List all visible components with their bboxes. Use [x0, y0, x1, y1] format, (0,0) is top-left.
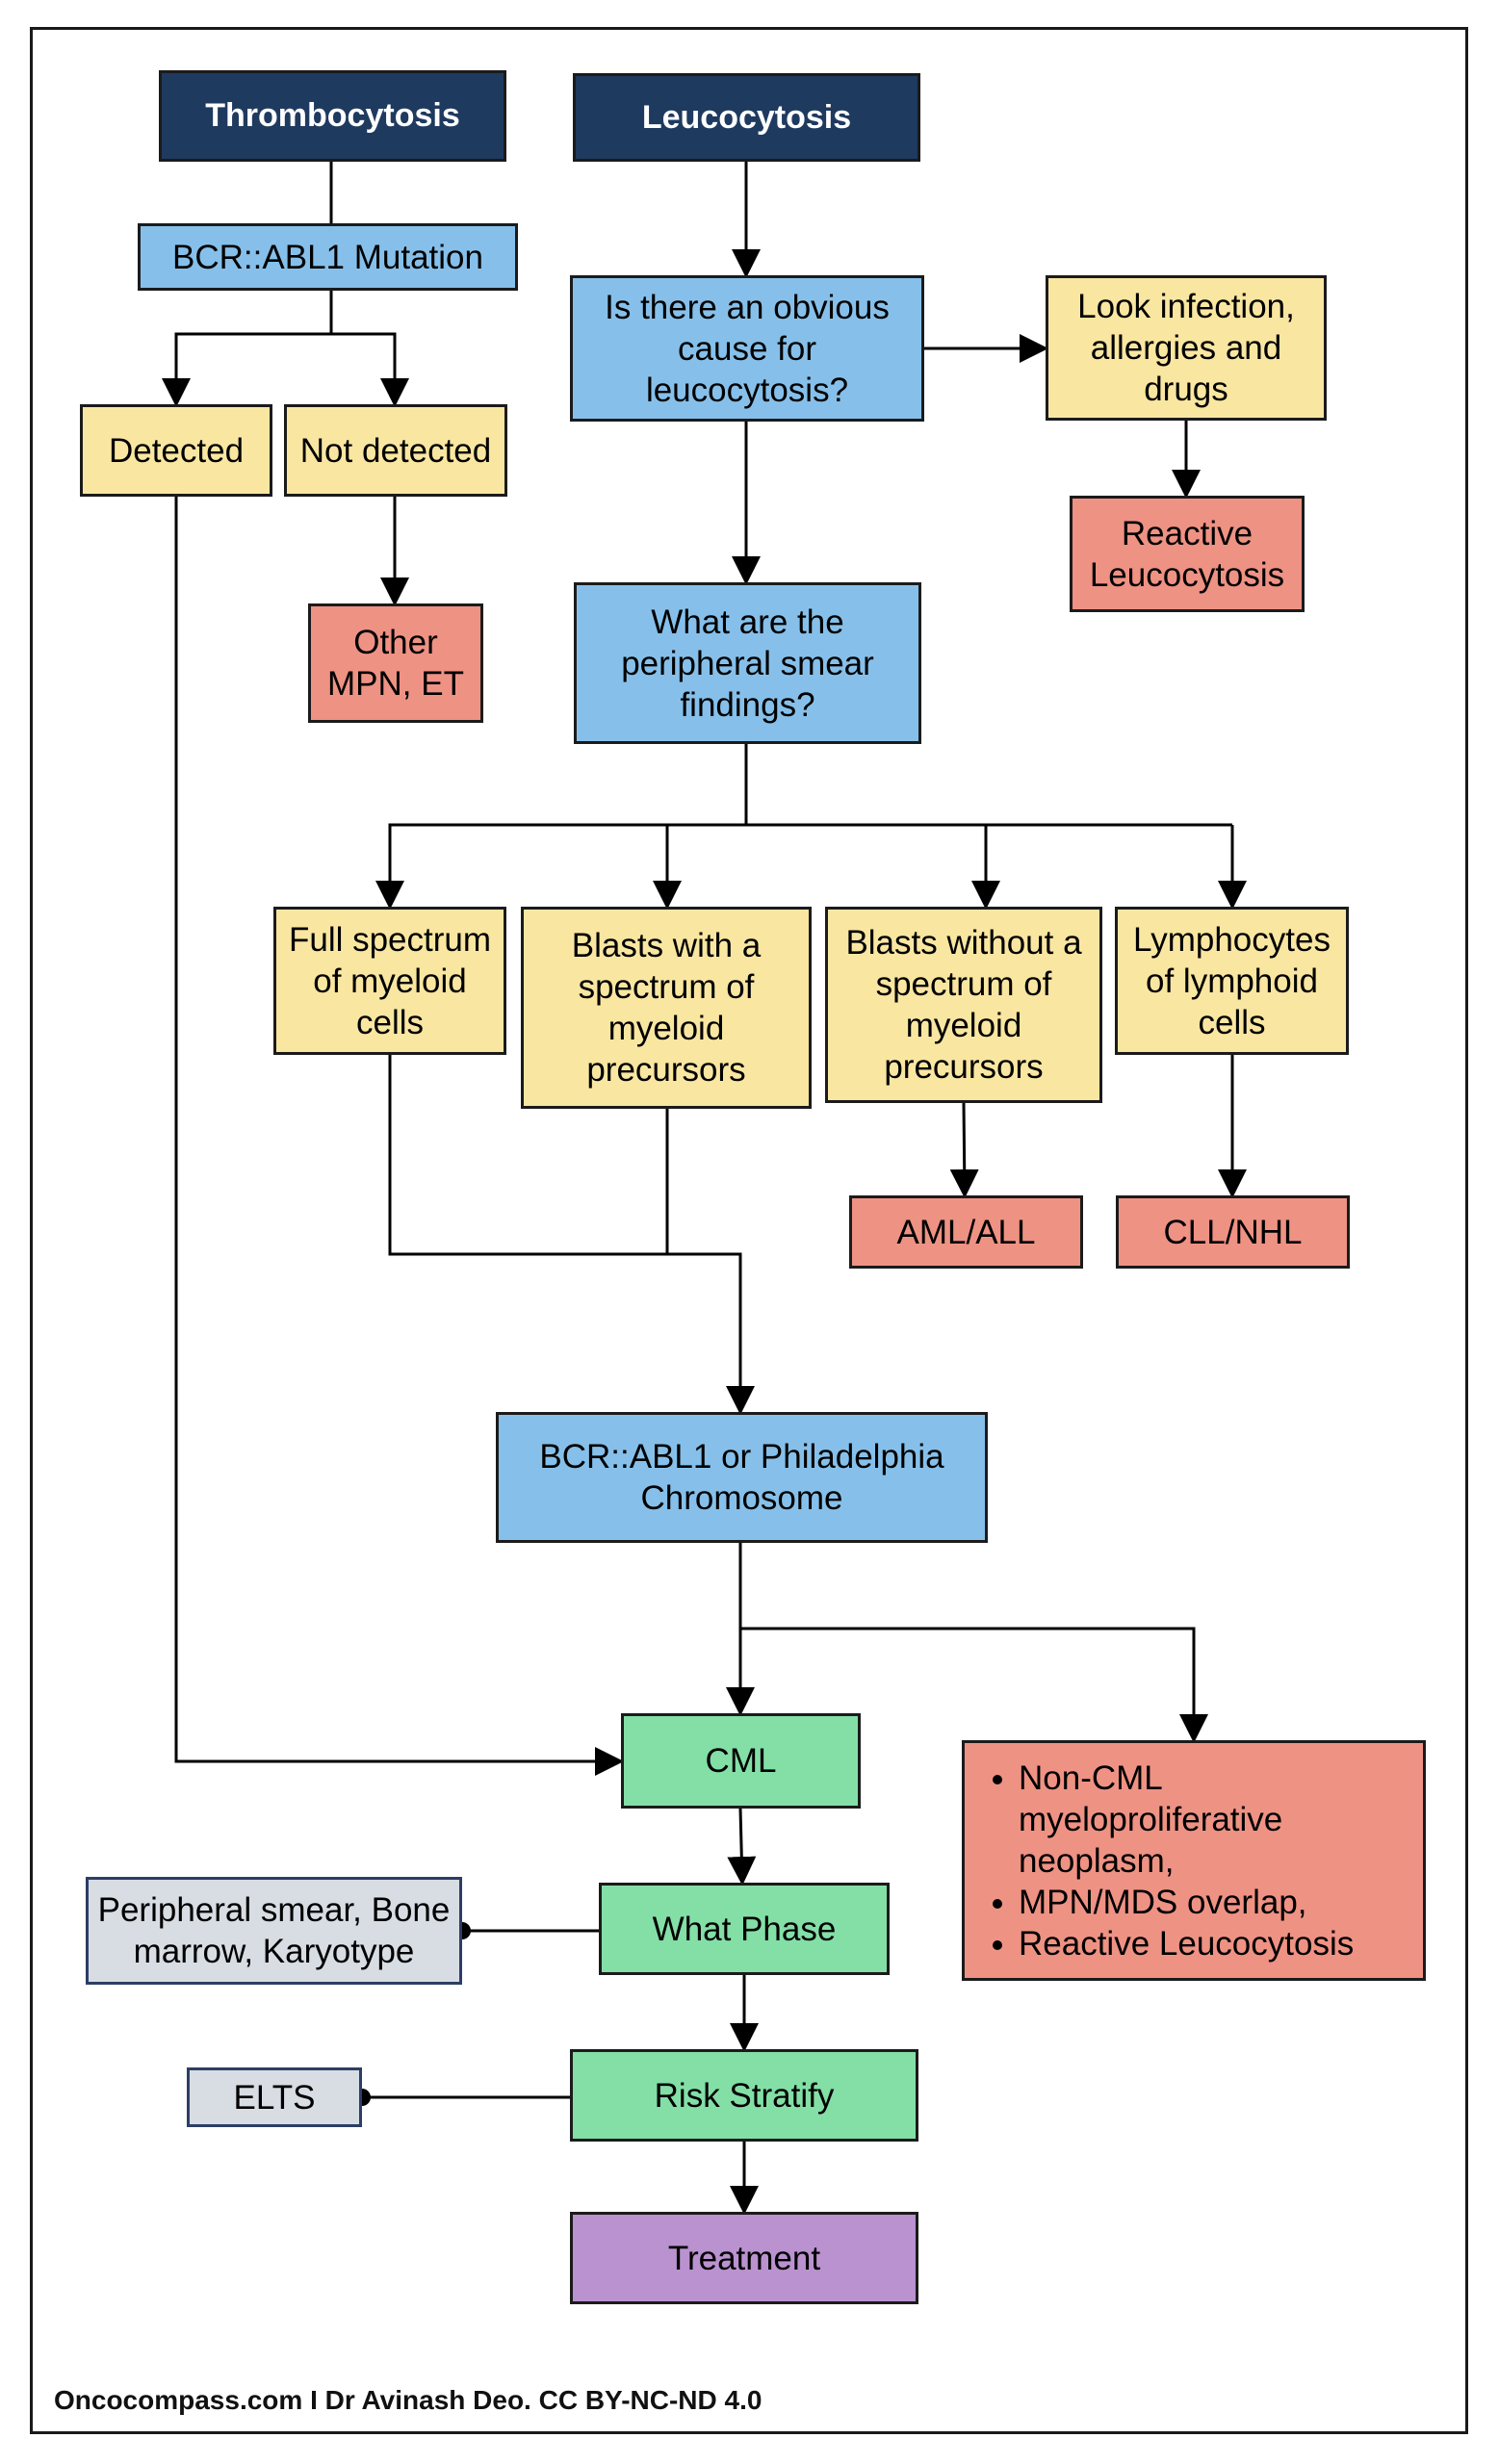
line-cml-phase [727, 1808, 757, 1886]
non-cml-item: MPN/MDS overlap, [1019, 1882, 1415, 1923]
node-cml: CML [621, 1713, 861, 1809]
node-cll-nhl: CLL/NHL [1116, 1195, 1350, 1269]
node-lymphocytes: Lymphocytes of lymphoid cells [1115, 907, 1349, 1055]
non-cml-list: Non-CML myeloproliferative neoplasm, MPN… [982, 1758, 1415, 1964]
node-blasts-without: Blasts without a spectrum of myeloid pre… [825, 907, 1102, 1103]
line-merge-bcrph [388, 1055, 755, 1415]
footer-credit: Oncocompass.com I Dr Avinash Deo. CC BY-… [54, 2385, 762, 2415]
node-leucocytosis: Leucocytosis [573, 73, 920, 162]
node-blasts-with: Blasts with a spectrum of myeloid precur… [521, 907, 812, 1109]
node-elts: ELTS [187, 2067, 362, 2127]
node-obvious-cause: Is there an obvious cause for leucocytos… [570, 275, 924, 422]
node-peripheral-smear-findings: What are the peripheral smear findings? [574, 582, 921, 744]
non-cml-item: Reactive Leucocytosis [1019, 1923, 1415, 1964]
line-detected-cml [174, 497, 624, 1776]
node-other-mpn-et: Other MPN, ET [308, 603, 483, 723]
node-full-spectrum: Full spectrum of myeloid cells [273, 907, 506, 1055]
node-look-infection: Look infection, allergies and drugs [1046, 275, 1327, 421]
line-bcr-notdetected [331, 332, 409, 407]
node-thrombocytosis: Thrombocytosis [159, 70, 506, 162]
line-bcr-split [162, 291, 333, 407]
node-risk-stratify: Risk Stratify [570, 2049, 918, 2142]
diagram-frame [30, 27, 1468, 2434]
non-cml-item: Non-CML myeloproliferative neoplasm, [1019, 1758, 1415, 1882]
node-what-phase: What Phase [599, 1883, 890, 1975]
node-detected: Detected [80, 404, 272, 497]
node-reactive-leucocytosis: Reactive Leucocytosis [1070, 496, 1305, 612]
line-bcrph-noncml [740, 1627, 1208, 1743]
node-aml-all: AML/ALL [849, 1195, 1083, 1269]
line-blastswithout-aml [949, 1102, 979, 1198]
node-bcr-abl1-mutation: BCR::ABL1 Mutation [138, 223, 518, 291]
node-not-detected: Not detected [284, 404, 507, 497]
node-treatment: Treatment [570, 2212, 918, 2304]
node-bcr-abl1-ph: BCR::ABL1 or Philadelphia Chromosome [496, 1412, 988, 1543]
node-peripheral-smear-bone: Peripheral smear, Bone marrow, Karyotype [86, 1877, 462, 1985]
node-non-cml-list: Non-CML myeloproliferative neoplasm, MPN… [962, 1740, 1426, 1981]
